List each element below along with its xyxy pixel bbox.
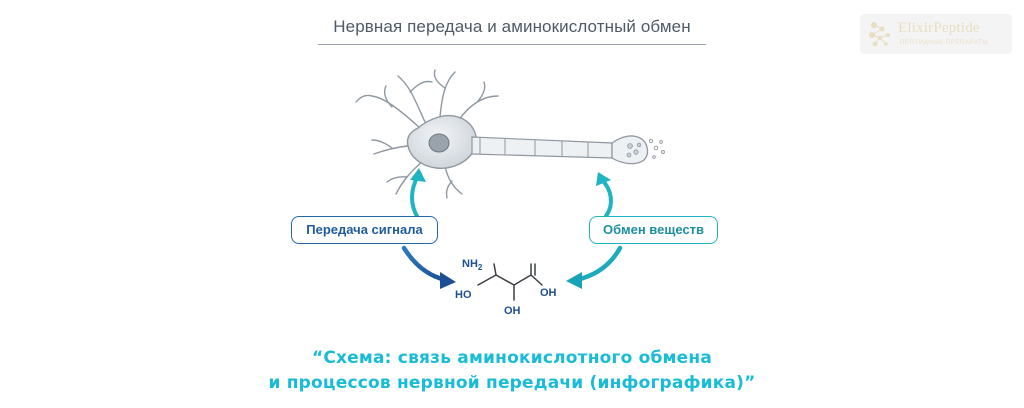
oh-group-right: OH <box>540 287 557 299</box>
brand-name: ElixirPeptide <box>898 20 980 36</box>
neuron-illustration <box>355 69 665 199</box>
diagram-title: Нервная передача и аминокислотный обмен <box>333 17 691 36</box>
amino-acid-structure <box>477 263 543 301</box>
ho-group: HO <box>455 289 472 301</box>
brand-logo-icon <box>869 22 890 47</box>
arrow-up-right <box>596 172 613 218</box>
title-underline <box>318 44 706 45</box>
metabolism-label: Обмен веществ <box>589 216 718 244</box>
arrow-up-left <box>410 168 426 220</box>
brand-watermark: ElixirPeptide ПЕПТИДНЫЕ ПРЕПАРАТЫ <box>860 14 1012 54</box>
nh2-group: NH2 <box>462 258 482 272</box>
arrow-signal <box>401 245 456 289</box>
oh-group-bottom: OH <box>504 305 521 317</box>
caption-line-2: и процессов нервной передачи (инфографик… <box>268 373 756 393</box>
brand-tagline: ПЕПТИДНЫЕ ПРЕПАРАТЫ <box>900 40 989 46</box>
nh2-text: NH <box>462 258 478 270</box>
arrow-exchange <box>566 245 623 289</box>
nh2-subscript: 2 <box>477 263 483 273</box>
signal-transmission-label: Передача сигнала <box>291 216 438 244</box>
caption-line-1: “Схема: связь аминокислотного обмена <box>311 348 713 368</box>
